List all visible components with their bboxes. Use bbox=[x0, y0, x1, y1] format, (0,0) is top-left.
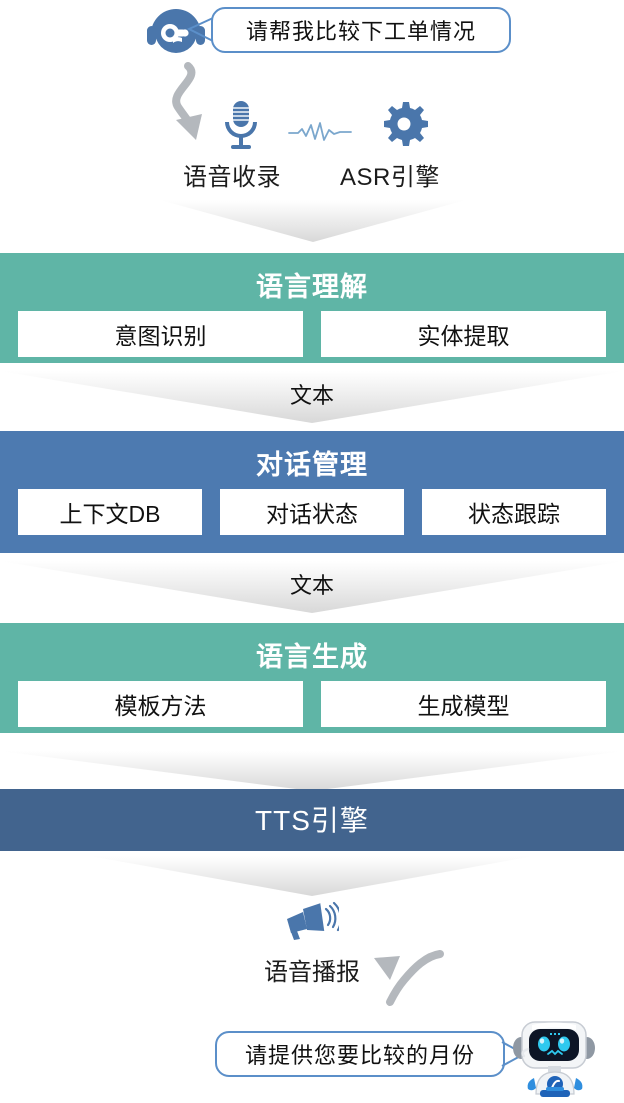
connector-chevron-1 bbox=[160, 200, 466, 242]
bot-speech-text: 请提供您要比较的月份 bbox=[244, 1043, 475, 1068]
megaphone-speaker-icon bbox=[285, 901, 343, 941]
bubble-tail-left-icon bbox=[185, 16, 215, 44]
asr-row: 语音收录 ASR引擎 bbox=[0, 95, 624, 195]
connector-label-text-2: 文本 bbox=[289, 573, 334, 598]
voice-capture-label: 语音收录 bbox=[183, 164, 281, 191]
asr-engine-label: ASR引擎 bbox=[340, 164, 440, 191]
connector-chevron-5 bbox=[90, 856, 534, 896]
module-title: 语言理解 bbox=[256, 272, 368, 302]
module-item[interactable]: 实体提取 bbox=[321, 311, 606, 357]
module-item-list: 意图识别 实体提取 bbox=[18, 311, 606, 357]
user-request-row: 请帮我比较下工单情况 bbox=[0, 0, 624, 70]
connector-label-text-1: 文本 bbox=[289, 383, 334, 408]
module-item[interactable]: 意图识别 bbox=[18, 311, 303, 357]
module-item[interactable]: 对话状态 bbox=[220, 489, 404, 535]
user-speech-text: 请帮我比较下工单情况 bbox=[245, 19, 476, 44]
module-item[interactable]: 状态跟踪 bbox=[422, 489, 606, 535]
microphone-icon bbox=[219, 100, 263, 150]
module-item-list: 模板方法 生成模型 bbox=[18, 681, 606, 727]
module-language-generation: 语言生成 模板方法 生成模型 bbox=[0, 623, 624, 733]
connector-chevron-4 bbox=[0, 751, 624, 791]
module-item[interactable]: 模板方法 bbox=[18, 681, 303, 727]
module-item[interactable]: 上下文DB bbox=[18, 489, 202, 535]
bot-speech-bubble: 请提供您要比较的月份 bbox=[215, 1031, 505, 1077]
gear-icon bbox=[380, 100, 428, 148]
module-language-understanding: 语言理解 意图识别 实体提取 bbox=[0, 253, 624, 363]
module-tts-engine: TTS引擎 bbox=[0, 789, 624, 851]
module-dialogue-management: 对话管理 上下文DB 对话状态 状态跟踪 bbox=[0, 431, 624, 553]
module-item-list: 上下文DB 对话状态 状态跟踪 bbox=[18, 489, 606, 535]
headset-icon bbox=[139, 6, 213, 58]
module-item[interactable]: 生成模型 bbox=[321, 681, 606, 727]
user-speech-bubble: 请帮我比较下工单情况 bbox=[211, 7, 511, 53]
voice-broadcast-label: 语音播报 bbox=[264, 959, 360, 986]
robot-icon bbox=[512, 1016, 598, 1098]
audio-waveform-icon bbox=[288, 121, 352, 143]
module-title: 对话管理 bbox=[256, 450, 368, 480]
module-title: TTS引擎 bbox=[255, 805, 369, 836]
curved-down-arrow-icon bbox=[158, 62, 228, 148]
curved-up-arrow-icon bbox=[368, 946, 448, 1020]
module-title: 语言生成 bbox=[256, 642, 368, 672]
